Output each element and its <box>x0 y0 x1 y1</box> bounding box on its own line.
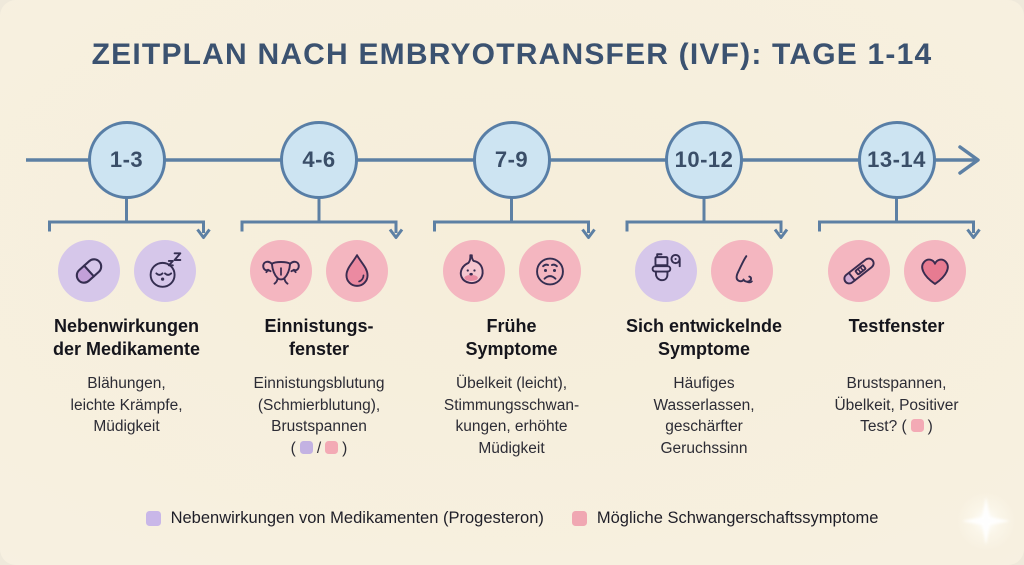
sparkle-icon <box>956 491 1016 551</box>
node-label: 7-9 <box>494 147 529 172</box>
pregnancy-test-icon <box>827 240 890 302</box>
icon-row <box>442 240 581 302</box>
icon-row <box>250 240 388 302</box>
icon-row <box>635 240 773 302</box>
column-heading: Nebenwirkungen der Medikamente <box>52 316 201 359</box>
pregnancy-swatch-icon <box>910 419 924 432</box>
timeline-node-days-13-14: 13-14 <box>857 121 936 199</box>
timeline-node-days-1-3: 1-3 <box>87 121 166 199</box>
timeline-node-days-4-6: 4-6 <box>280 121 358 199</box>
column-description: Brustspannen, Übelkeit, Positiver Test? … <box>834 373 958 438</box>
swatch-inline-note: Test? () <box>860 418 933 435</box>
timeline-node-days-7-9: 7-9 <box>472 121 551 199</box>
sleeping-face-icon <box>133 240 196 302</box>
toilet-icon <box>635 240 697 302</box>
legend-medication-swatch-icon <box>145 511 161 526</box>
column-description: Häufiges Wasserlassen, geschärfter Geruc… <box>653 375 755 457</box>
node-label: 13-14 <box>867 147 926 172</box>
legend-item-medication: Nebenwirkungen von Medikamenten (Progest… <box>145 509 544 528</box>
node-label: 4-6 <box>302 147 336 172</box>
blood-drop-icon <box>326 240 388 302</box>
column-description: Blähungen, leichte Krämpfe, Müdigkeit <box>70 375 183 435</box>
swatch-inline-note: (/) <box>290 439 348 457</box>
column-implantation-window: Einnistungs- fenster Einnistungsblutung … <box>223 240 415 459</box>
pill-icon <box>57 240 120 302</box>
column-heading: Frühe Symptome <box>465 316 558 359</box>
stomach-icon <box>442 240 505 302</box>
icon-row <box>827 240 966 302</box>
heart-icon <box>903 240 966 302</box>
nose-icon <box>711 240 773 302</box>
column-early-symptoms: Frühe Symptome Übelkeit (leicht), Stimmu… <box>416 240 608 459</box>
medication-swatch-icon <box>299 440 313 454</box>
legend: Nebenwirkungen von Medikamenten (Progest… <box>0 509 1024 528</box>
sad-face-icon <box>518 240 581 302</box>
legend-label: Nebenwirkungen von Medikamenten (Progest… <box>170 509 544 527</box>
pregnancy-swatch-icon <box>325 440 339 454</box>
legend-pregnancy-swatch-icon <box>571 511 587 526</box>
icon-row <box>57 240 196 302</box>
timeline-node-days-10-12: 10-12 <box>665 121 743 199</box>
column-test-window: Testfenster Brustspannen, Übelkeit, Posi… <box>801 240 993 438</box>
column-medication-side-effects: Nebenwirkungen der Medikamente Blähungen… <box>31 240 223 438</box>
node-label: 10-12 <box>674 147 734 172</box>
uterus-icon <box>250 240 312 302</box>
page-title: ZEITPLAN NACH EMBRYOTRANSFER (IVF): TAGE… <box>91 38 933 71</box>
column-description: Einnistungsblutung (Schmierblutung), Bru… <box>254 373 385 459</box>
legend-item-pregnancy: Mögliche Schwangerschaftssymptome <box>571 509 879 528</box>
column-heading: Einnistungs- fenster <box>264 316 374 359</box>
column-heading: Testfenster <box>848 316 945 336</box>
column-description: Übelkeit (leicht), Stimmungsschwan- kung… <box>443 375 580 457</box>
column-heading: Sich entwickelnde Symptome <box>625 316 783 359</box>
legend-label: Mögliche Schwangerschaftssymptome <box>596 509 879 527</box>
column-developing-symptoms: Sich entwickelnde Symptome Häufiges Wass… <box>608 240 800 459</box>
node-label: 1-3 <box>109 147 144 172</box>
